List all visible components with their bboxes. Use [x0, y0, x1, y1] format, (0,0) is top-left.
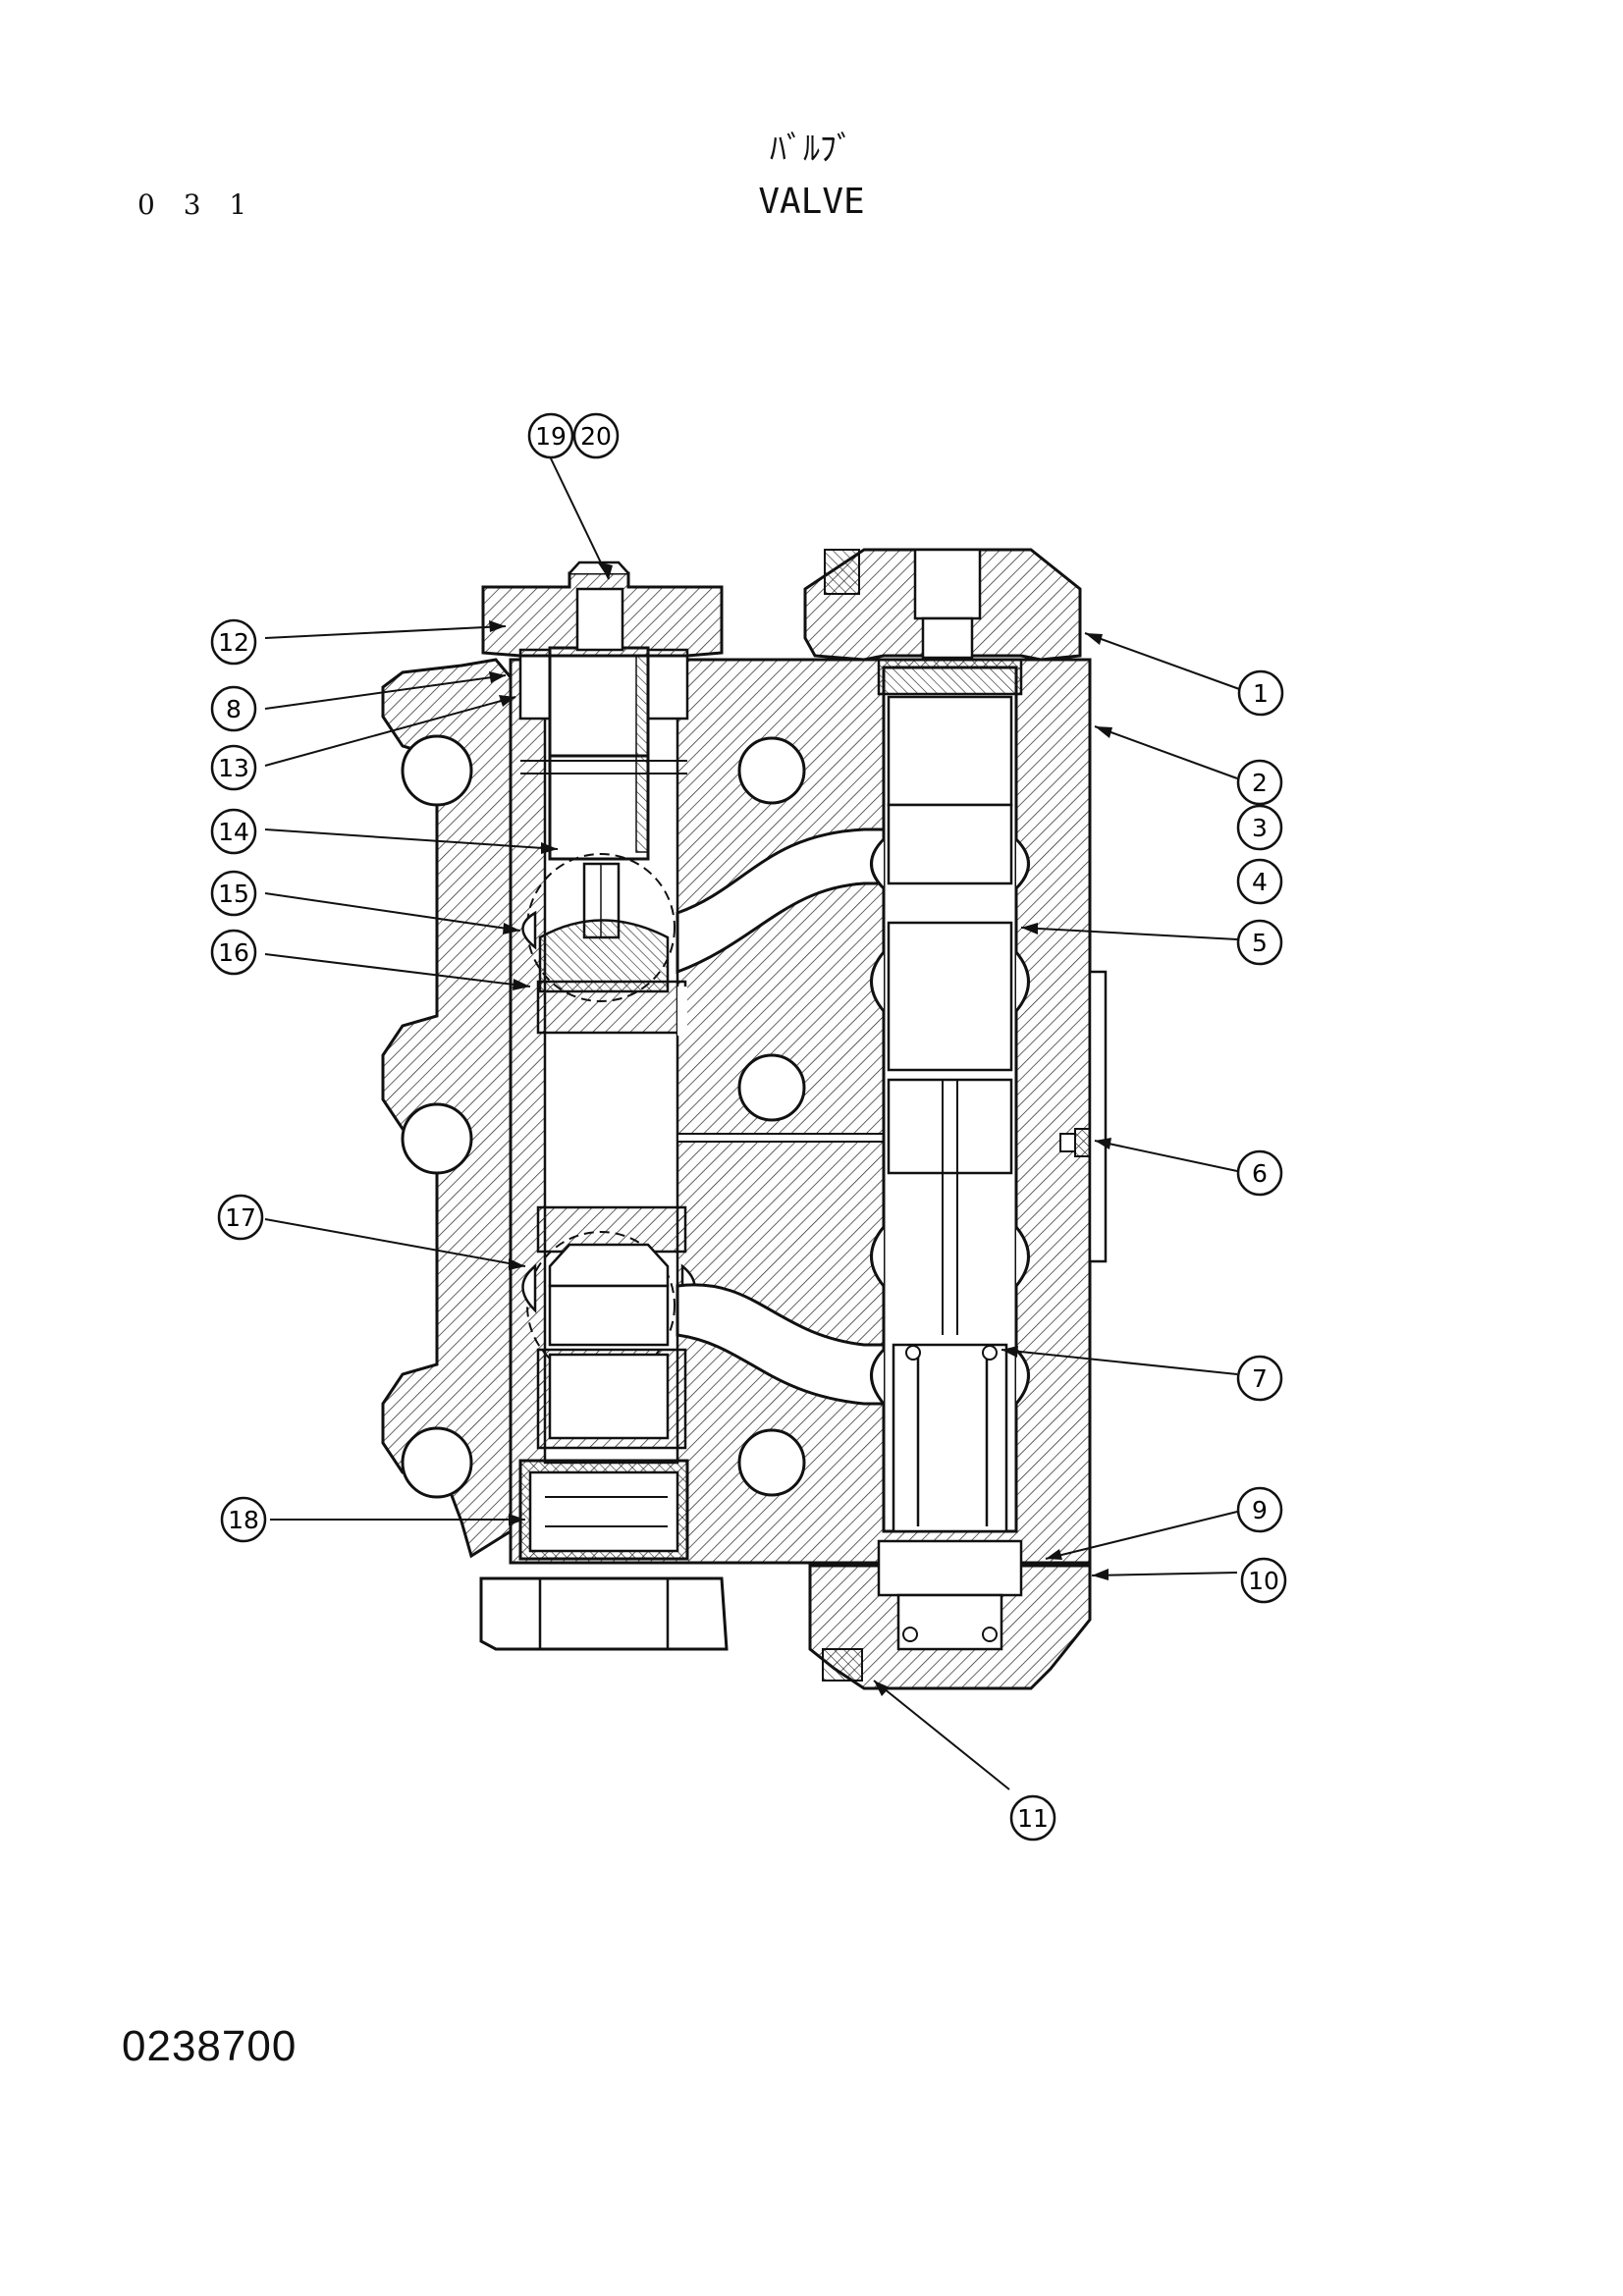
callout-label: 16	[218, 938, 249, 967]
leader-17	[264, 1218, 526, 1267]
callout-label: 20	[580, 422, 612, 451]
callout-circle	[210, 744, 257, 791]
callout-circle	[1236, 919, 1283, 966]
callout-circle	[572, 412, 620, 459]
callout-label: 2	[1252, 769, 1268, 797]
callout-label: 12	[218, 628, 249, 657]
callout-15: 15	[210, 870, 257, 917]
callout-circle	[1236, 1149, 1283, 1197]
callout-label: 18	[228, 1506, 259, 1534]
callout-circle	[1009, 1794, 1056, 1842]
callout-circle	[210, 618, 257, 666]
callout-circle	[210, 870, 257, 917]
drawing-code: 0238700	[122, 2022, 298, 2070]
leader-11	[873, 1680, 1010, 1790]
callout-circle	[1236, 1486, 1283, 1533]
callout-3: 3	[1236, 804, 1283, 851]
spool-upper-grooves	[887, 695, 1013, 807]
callout-circle	[1240, 1557, 1287, 1604]
callout-circle	[220, 1496, 267, 1543]
leader-5	[1020, 927, 1238, 940]
right-spool	[870, 658, 1108, 1533]
callout-label: 3	[1252, 814, 1268, 842]
spool-middle-grooves	[887, 921, 1013, 1072]
callout-circle	[1236, 858, 1283, 905]
callout-2: 2	[1236, 759, 1283, 806]
callout-circle	[527, 412, 574, 459]
leader-10	[1091, 1572, 1238, 1576]
callout-4: 4	[1236, 858, 1283, 905]
right-top-cap	[803, 548, 1082, 662]
leader-14	[264, 828, 559, 850]
leader-9	[1045, 1511, 1238, 1560]
leader-6	[1094, 1140, 1238, 1172]
callout-label: 14	[218, 818, 249, 846]
callout-10: 10	[1240, 1557, 1287, 1604]
callout-circle	[1236, 1355, 1283, 1402]
callout-circle	[217, 1194, 264, 1241]
callout-11: 11	[1009, 1794, 1056, 1842]
callout-5: 5	[1236, 919, 1283, 966]
callout-label: 10	[1248, 1567, 1279, 1595]
callout-label: 8	[226, 695, 242, 723]
callout-17: 17	[217, 1194, 264, 1241]
leader-8	[264, 674, 507, 710]
callout-6: 6	[1236, 1149, 1283, 1197]
callout-label: 15	[218, 880, 249, 908]
callout-label: 1	[1253, 679, 1269, 708]
callout-7: 7	[1236, 1355, 1283, 1402]
leader-7	[1001, 1349, 1238, 1375]
callout-18: 18	[220, 1496, 267, 1543]
left-top-cap	[481, 561, 724, 658]
callout-20: 20	[572, 412, 620, 459]
leader-13	[264, 696, 516, 767]
callout-label: 9	[1252, 1496, 1268, 1524]
callout-19: 19	[527, 412, 574, 459]
callout-8: 8	[210, 685, 257, 732]
leader-19-20	[549, 455, 610, 580]
callout-1: 1	[1237, 669, 1284, 717]
callout-label: 17	[225, 1203, 256, 1232]
callout-circle	[1236, 804, 1283, 851]
callout-circle	[210, 929, 257, 976]
leader-lines	[264, 455, 1243, 1790]
callout-circle	[210, 808, 257, 855]
callout-label: 5	[1252, 929, 1268, 957]
callout-label: 11	[1017, 1804, 1049, 1833]
callout-label: 7	[1252, 1364, 1268, 1393]
leader-1	[1084, 632, 1243, 691]
callout-circle	[210, 685, 257, 732]
callout-circle	[1236, 759, 1283, 806]
callout-9: 9	[1236, 1486, 1283, 1533]
callout-label: 19	[535, 422, 567, 451]
page-number: 0 3 1	[137, 188, 257, 221]
leader-16	[264, 953, 531, 988]
left-bottom-nut	[479, 1459, 729, 1651]
callout-label: 13	[218, 754, 249, 782]
callout-circle	[1237, 669, 1284, 717]
title-english: VALVE	[758, 182, 865, 222]
left-bore	[518, 646, 696, 1465]
callout-label: 4	[1252, 868, 1268, 896]
callout-16: 16	[210, 929, 257, 976]
title-japanese: ﾊﾞﾙﾌﾞ	[770, 130, 853, 169]
right-bottom-cap	[808, 1539, 1092, 1690]
arrowheads	[489, 561, 1112, 1696]
callout-label: 6	[1252, 1159, 1268, 1188]
mounting-holes	[401, 734, 806, 1499]
leader-15	[264, 892, 521, 932]
callout-14: 14	[210, 808, 257, 855]
leader-2	[1094, 725, 1238, 779]
callout-13: 13	[210, 744, 257, 791]
callout-12: 12	[210, 618, 257, 666]
leader-12	[264, 625, 507, 639]
